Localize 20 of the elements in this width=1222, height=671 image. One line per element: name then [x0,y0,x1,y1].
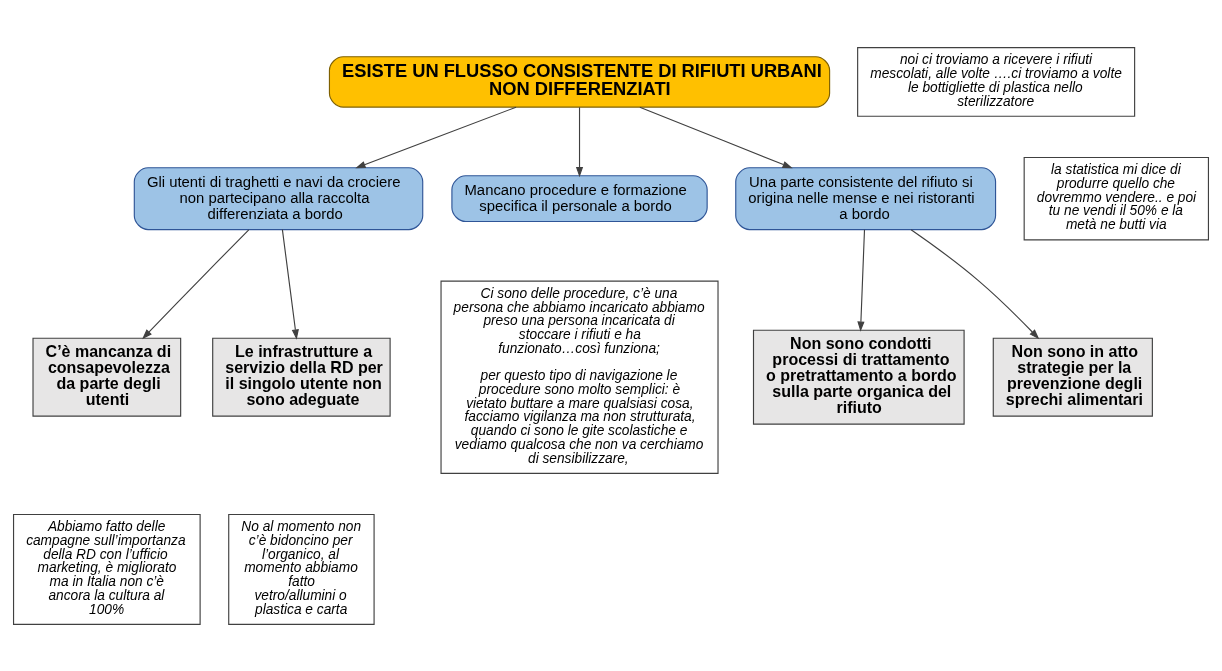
node-box: Gli utenti di traghetti e navi da crociere non partecipano alla raccolta differenziata a bordo [133,166,424,230]
node-box: Mancano procedure e formazione specifica il personale a bordo [451,174,708,222]
node-box: Le infrastrutture a servizio della RD per il singolo utente non sono adeguate [212,337,391,417]
arrow [910,228,1040,339]
node-box: Non sono in atto strategie per la prevenzione degli sprechi alimentari [992,337,1153,417]
arrow [281,228,299,340]
arrow [857,228,866,332]
node-box: C’è mancanza di consapevolezza da parte degli utenti [32,337,182,417]
node-box: noi ci troviamo a ricevere i rifiuti mescolati, alle volte ….ci troviamo a volte le bottigliette di plastica nello sterilizzatore [857,46,1136,117]
node-box: Non sono condotti processi di trattamento o pretrattamento a bordo sulla parte organica del rifiuto [752,329,965,425]
arrow [575,106,584,177]
arrow [639,106,793,168]
node-box: ESISTE UN FLUSSO CONSISTENTE DI RIFIUTI URBANI NON DIFFERENZIATI [328,55,831,108]
node-box: Una parte consistente del rifiuto si origina nelle mense e nei ristoranti a bordo [735,166,997,230]
arrow [142,228,250,339]
node-box: Ci sono delle procedure, c’è una persona che abbiamo incaricato abbiamo preso una persona incaricata di stoccare i rifiuti e ha funzionato…così funziona; per questo tipo di navigazione le procedure sono molto semplici: è vietato buttare a mare qualsiasi cosa, facciamo vigilanza ma non strutturata, quando ci sono le gite scolastiche e vediamo qualcosa che non va cerchiamo di sensibilizzare, [440,280,719,474]
node-box: la statistica mi dice di produrre quello che dovremmo vendere.. e poi tu ne vendi il 50% e la metà ne butti via [1023,156,1209,240]
node-box: Abbiamo fatto delle campagne sull’importanza della RD con l’ufficio marketing, è migliorato ma in Italia non c’è ancora la cultura al 100% [13,513,201,625]
arrow [355,106,517,168]
node-box: No al momento non c’è bidoncino per l’organico, al momento abbiamo fatto vetro/allumini o plastica e carta [228,513,375,625]
